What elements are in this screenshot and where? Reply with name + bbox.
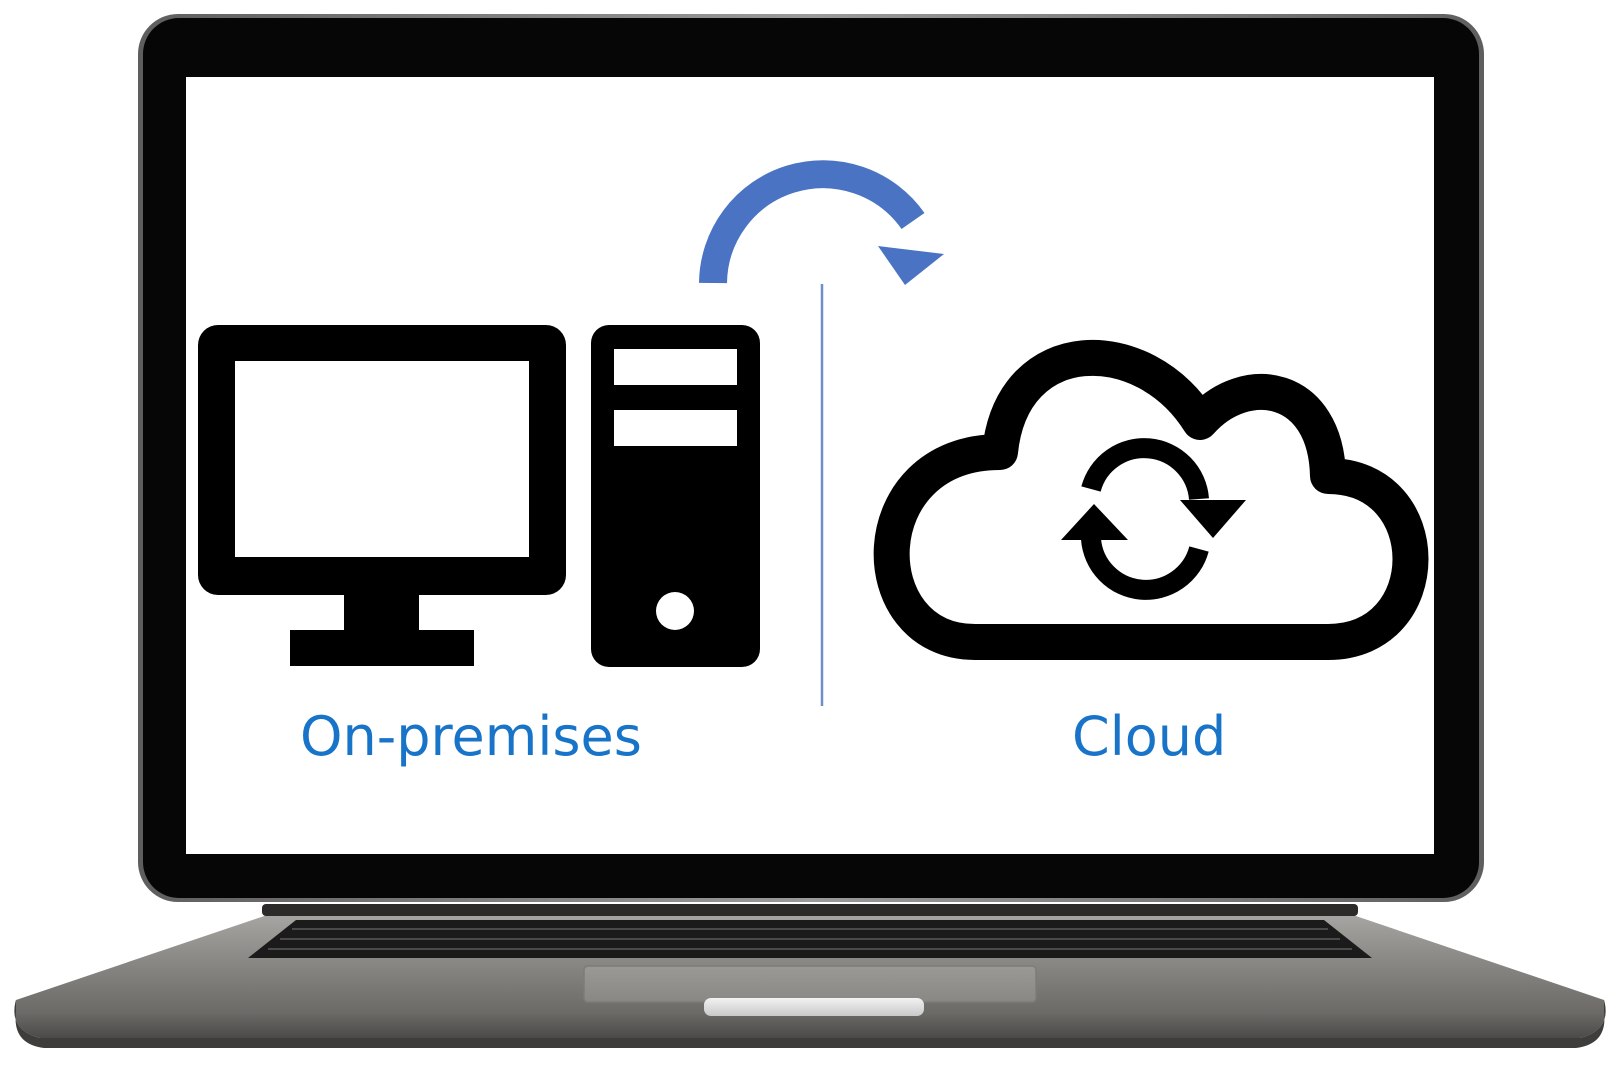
sync-arrows-icon: [1061, 438, 1246, 600]
cloud-sync-icon: [873, 339, 1429, 660]
on-premises-label: On-premises: [300, 705, 642, 768]
keyboard: [248, 920, 1372, 958]
opening-notch: [704, 998, 924, 1016]
cloud-label: Cloud: [1072, 705, 1227, 768]
laptop-base: [14, 904, 1606, 1048]
curved-arrow-icon: [699, 160, 944, 285]
trackpad: [583, 965, 1037, 1003]
keyboard-keys: [268, 928, 1352, 950]
laptop-lid: [138, 14, 1484, 902]
desktop-computer-icon: [198, 325, 760, 667]
